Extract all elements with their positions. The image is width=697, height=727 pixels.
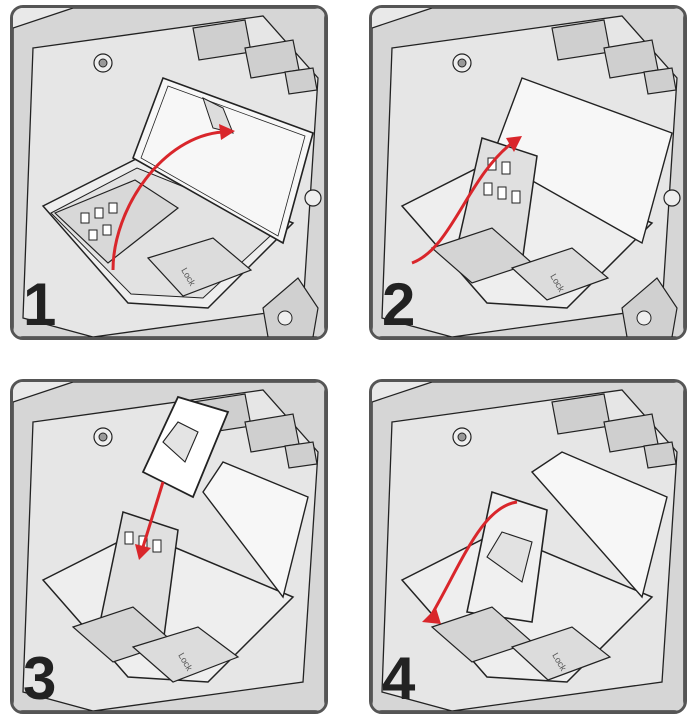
step-number: 1 [23,271,57,338]
step-panel-3: Lock 3 [10,379,328,714]
step-panel-4: Lock 4 [369,379,687,714]
step-number: 3 [23,645,57,712]
step-panel-2: Lock 2 [369,5,687,340]
device-illustration: Lock [372,382,684,711]
step-panel-1: Lock 1 [10,5,328,340]
device-illustration: Lock [13,8,325,337]
device-illustration: Lock [372,8,684,337]
step-number: 4 [382,645,416,712]
step-number: 2 [382,271,416,338]
device-illustration: Lock [13,382,325,711]
